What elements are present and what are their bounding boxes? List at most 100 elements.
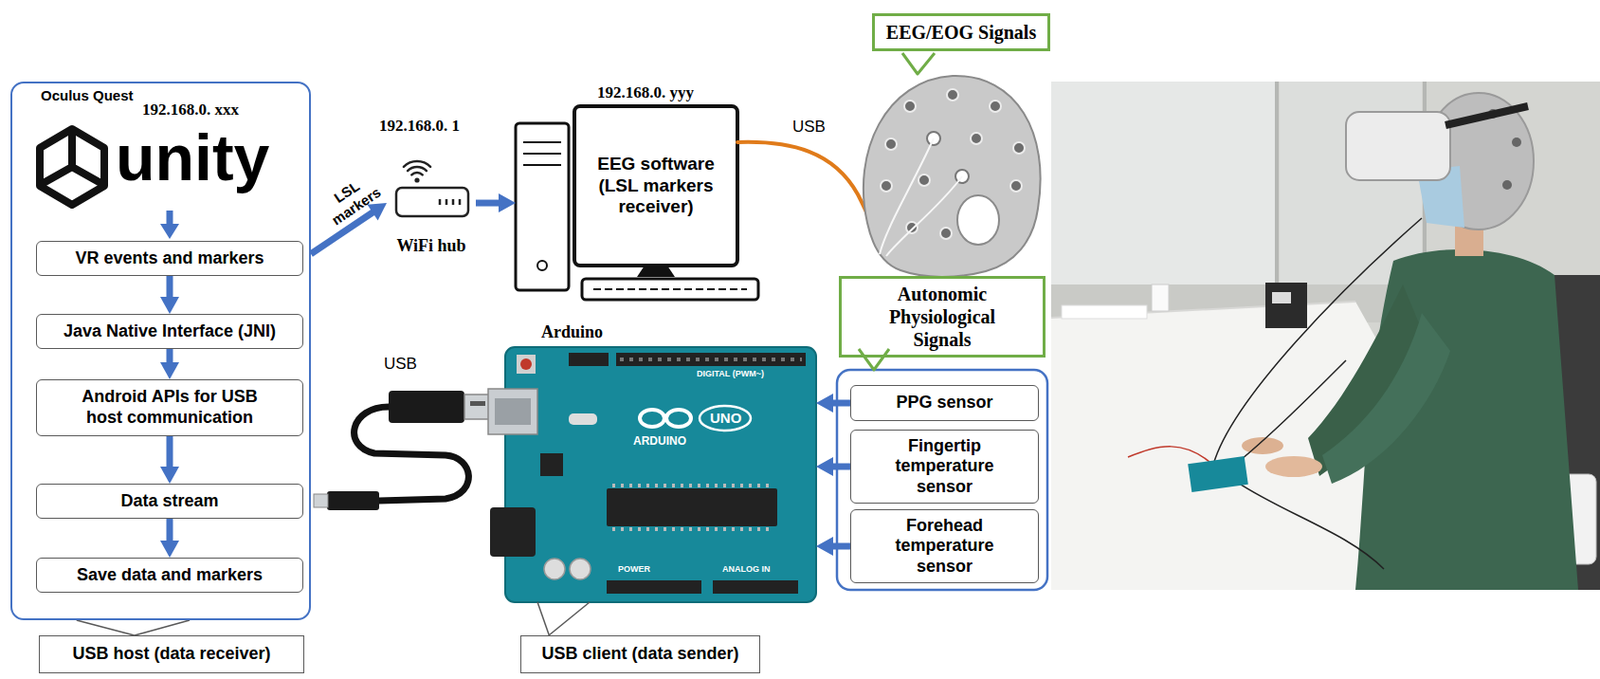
logo-infinity-left (639, 409, 665, 427)
node-text: Autonomic Physiological Signals (871, 282, 1014, 351)
capacitor (544, 558, 565, 580)
arrow-head (160, 540, 180, 558)
unity-logo-icon (39, 128, 105, 205)
vr-headset (1345, 111, 1451, 181)
process-box: Save data and markers (36, 557, 304, 593)
connector-line (166, 348, 174, 364)
callout-pointer (548, 601, 590, 636)
vr-headset-strap (1445, 106, 1528, 126)
callout-pointer (902, 53, 935, 74)
logo-arrow-shaft (166, 210, 174, 225)
connector-line (537, 601, 549, 636)
ip-address: 192.168.0. yyy (597, 83, 694, 103)
keyboard (581, 278, 759, 300)
logo-arrow (160, 210, 180, 239)
desk-arduino (1187, 455, 1249, 492)
microcontroller-chip (606, 488, 778, 527)
node-text: Android APIs for USB host communication (63, 386, 277, 428)
chip-pins (612, 527, 774, 531)
sensor-group-outline (836, 369, 1048, 590)
computer-node: EEG software (LSL markers receiver) (515, 106, 770, 302)
flow-arrow (816, 536, 851, 556)
cap-electrode (1502, 180, 1512, 190)
connector-line (832, 463, 851, 471)
tower-bays (523, 142, 562, 165)
board-print: ANALOG IN (722, 563, 771, 575)
eeg-electrodes (880, 89, 1025, 239)
desk-paper (1061, 305, 1147, 319)
window-frame (1274, 81, 1279, 304)
reset-button (520, 358, 532, 370)
node-text: EEG software (LSL markers receiver) (585, 153, 727, 219)
callout-pointer (134, 619, 190, 636)
usb-a-plug-body (388, 390, 465, 423)
callout-box: USB client (data sender) (520, 635, 761, 673)
desk-cup (1151, 284, 1169, 311)
node-text: Arduino (541, 322, 627, 344)
sensor-box: PPG sensor (850, 384, 1039, 421)
eeg-cap-ear-hole (957, 195, 1000, 245)
electrode (946, 89, 959, 101)
keyboard-keys (593, 288, 747, 291)
node-text: Save data and markers (76, 564, 263, 586)
connector-line (832, 543, 851, 550)
eeg-cap-shell (863, 75, 1041, 277)
top-header (616, 352, 806, 366)
usb-b-port (488, 388, 538, 435)
callout-box: USB host (data receiver) (38, 635, 305, 673)
usb-cable (313, 390, 491, 510)
photo-wall (1051, 81, 1600, 590)
computer-monitor (574, 106, 738, 266)
wifi-dot (414, 177, 419, 182)
node-text: Forehead temperature sensor (883, 515, 1007, 578)
usb-a-plug-slot (470, 400, 486, 406)
arrow-head (160, 362, 180, 380)
ip-address: 192.168.0. xxx (142, 100, 239, 120)
chip-pins (612, 483, 774, 488)
arrow-head (160, 296, 180, 314)
flow-arrow (160, 518, 180, 558)
reset-button-base (516, 354, 536, 374)
arrow-head (816, 536, 834, 556)
wifi-router-icon (396, 161, 469, 217)
board-print: DIGITAL (PWM~) (696, 368, 764, 380)
node-text: USB host (data receiver) (72, 643, 271, 665)
logo-wordmark: unity (115, 125, 270, 190)
arduino-board-illustration (488, 346, 817, 602)
flow-arrow (816, 393, 851, 413)
arrow-head (816, 393, 834, 413)
flow-arrow (160, 436, 180, 484)
participant-photo (1051, 81, 1600, 590)
board-print: POWER (618, 563, 651, 575)
callout-pointer (858, 348, 890, 370)
flow-arrow (475, 193, 516, 213)
flow-arrow (160, 348, 180, 380)
node-text: Data stream (120, 490, 219, 512)
node-text: Fingertip temperature sensor (883, 436, 1007, 498)
process-box: Data stream (36, 483, 304, 519)
connector-line (76, 619, 135, 636)
bottom-header (712, 580, 799, 594)
connector-line (166, 518, 174, 542)
desk-edge (1051, 301, 1356, 318)
usb-b-port-inner (494, 398, 531, 425)
sensor-box: Fingertip temperature sensor (850, 429, 1039, 504)
ip-address: 192.168.0. 1 (379, 116, 460, 136)
electrode (885, 138, 897, 150)
edge-label: LSL markers (316, 167, 386, 231)
small-chip (540, 453, 564, 476)
wifi-waves (403, 161, 431, 175)
electrode (1010, 180, 1022, 192)
person-hand (1265, 455, 1323, 477)
micro-usb-plug-body (327, 490, 380, 510)
power-jack (490, 507, 536, 557)
desk-box (1265, 282, 1308, 328)
usb-a-plug-metal (464, 394, 491, 419)
micro-usb-plug-tip (313, 493, 328, 508)
board-print: UNO (709, 409, 742, 427)
electrode-wires (879, 138, 963, 256)
crystal (568, 413, 598, 425)
bottom-header (606, 580, 702, 594)
monitor-stand (636, 265, 675, 277)
